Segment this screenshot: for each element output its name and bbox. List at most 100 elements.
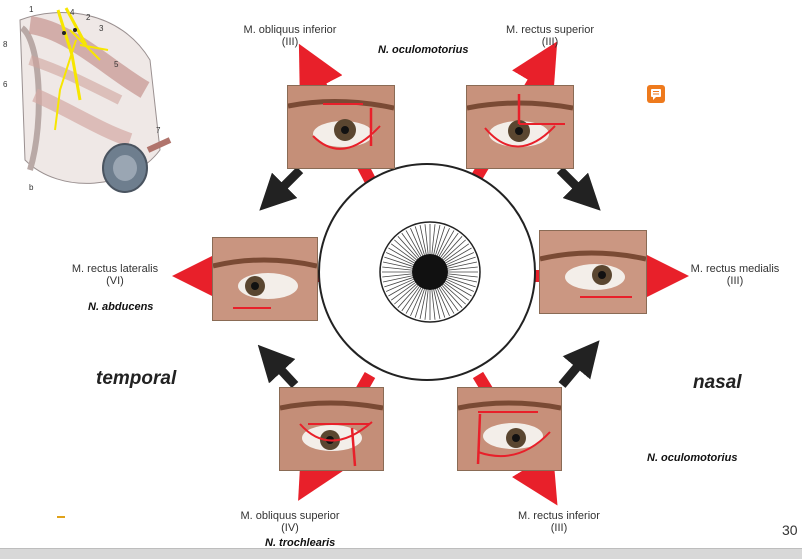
iris-ray (424, 224, 429, 255)
iris-ray (447, 266, 478, 271)
cranial-nerve-number: (III) (541, 36, 559, 48)
iris-ray (440, 286, 459, 312)
iris-ray (414, 226, 425, 256)
iris-ray (410, 227, 424, 256)
minus-marker (57, 516, 65, 518)
iris-ray (435, 288, 446, 318)
iris-ray (431, 224, 436, 255)
iris-ray (382, 273, 413, 278)
label-obliquus-superior: M. obliquus superior (IV) (235, 510, 345, 534)
label-rectus-superior: M. rectus superior (III) (500, 24, 600, 48)
iris-ray (433, 289, 441, 320)
orbit-anatomy-illustration (19, 7, 172, 193)
arrow-dark-upper-right (556, 166, 601, 211)
iris-ray (441, 236, 463, 259)
cranial-nerve-number: (III) (726, 275, 744, 287)
anatomy-label-6: 6 (3, 80, 8, 89)
iris-ray (444, 243, 470, 262)
iris-ray (414, 288, 425, 318)
arrow-dark-upper-left (259, 166, 304, 211)
label-rectus-inferior: M. rectus inferior (III) (504, 510, 614, 534)
anatomy-label-1: 1 (29, 5, 34, 14)
iris-ray (384, 256, 414, 267)
iris-ray (405, 287, 422, 314)
cranial-nerve-number: (III) (281, 36, 299, 48)
muscle-name: M. obliquus superior (240, 510, 340, 522)
iris-ray (382, 275, 413, 283)
eye-photo-rectus-lateralis (212, 237, 318, 321)
iris-ray (401, 232, 420, 258)
iris-ray (394, 239, 417, 261)
anatomy-label-5: 5 (114, 60, 119, 69)
iris-ray (436, 227, 450, 256)
muscle-name: M. rectus inferior (518, 510, 600, 522)
iris-ray (385, 278, 414, 292)
iris-ray (445, 247, 472, 264)
iris-ray (397, 236, 419, 259)
iris-ray (419, 224, 427, 255)
nerve-trochlearis: N. trochlearis (265, 537, 336, 549)
iris-ray (446, 256, 476, 267)
muscle-name: M. obliquus inferior (243, 24, 337, 36)
iris-ray (443, 239, 466, 261)
side-label-temporal: temporal (96, 368, 177, 389)
cranial-nerve-number: (VI) (106, 275, 124, 287)
iris-ray (401, 286, 420, 312)
iris-ray (444, 282, 470, 301)
iris-ray (436, 288, 450, 317)
nerve-oculomotorius-top: N. oculomotorius (378, 44, 469, 56)
nerve-oculomotorius-bottom: N. oculomotorius (647, 452, 738, 464)
muscle-name: M. rectus lateralis (71, 263, 159, 275)
iris-ray (441, 285, 463, 308)
iris-ray (443, 283, 466, 305)
iris-ray (447, 273, 478, 278)
arrow-dark-lower-left (257, 344, 299, 389)
side-label-nasal: nasal (693, 372, 742, 393)
iris-ray (388, 247, 415, 264)
iris-ray (447, 275, 478, 283)
page-number: 30 (782, 522, 798, 538)
iris-ray (382, 261, 413, 269)
bottom-bar (0, 548, 802, 559)
iris-ray (390, 282, 416, 301)
iris-ray (447, 261, 478, 269)
label-obliquus-inferior: M. obliquus inferior (III) (240, 24, 340, 48)
iris-ray (384, 277, 414, 288)
iris-ray (410, 288, 424, 317)
iris-ray (382, 266, 413, 271)
muscle-name: M. rectus superior (505, 24, 595, 36)
speech-bubble-icon (651, 89, 661, 100)
anatomy-label-4: 4 (70, 8, 75, 17)
iris-ray (435, 226, 446, 256)
iris-ray (438, 287, 455, 314)
iris-ray (446, 277, 476, 288)
anatomy-label-2: 2 (86, 13, 91, 22)
cranial-nerve-number: (IV) (281, 522, 299, 534)
iris-ray (438, 230, 455, 257)
iris-ray (394, 283, 417, 305)
cranial-nerve-number: (III) (550, 522, 568, 534)
iris-ray (433, 224, 441, 255)
pupil (412, 254, 448, 290)
iris-ray (405, 230, 422, 257)
eye-photo-rectus-superior (466, 85, 574, 169)
iris-ray (446, 278, 475, 292)
comment-icon[interactable] (647, 85, 665, 103)
eye-photo-obliquus-superior (279, 387, 384, 471)
iris-ray (419, 289, 427, 320)
muscle-name: M. rectus medialis (690, 263, 780, 275)
iris-ray (431, 289, 436, 320)
iris-ray (446, 252, 475, 266)
iris-ray (445, 280, 472, 297)
iris-ray (397, 285, 419, 308)
iris-ray (424, 289, 429, 320)
label-rectus-lateralis: M. rectus lateralis (VI) (60, 263, 170, 287)
label-rectus-medialis: M. rectus medialis (III) (680, 263, 790, 287)
eye-photo-rectus-medialis (539, 230, 647, 314)
arrow-dark-lower-right (558, 340, 600, 388)
eye-photo-rectus-inferior (457, 387, 562, 471)
anatomy-label-7: 7 (156, 126, 161, 135)
anatomy-label-3: 3 (99, 24, 104, 33)
iris-ray (385, 252, 414, 266)
